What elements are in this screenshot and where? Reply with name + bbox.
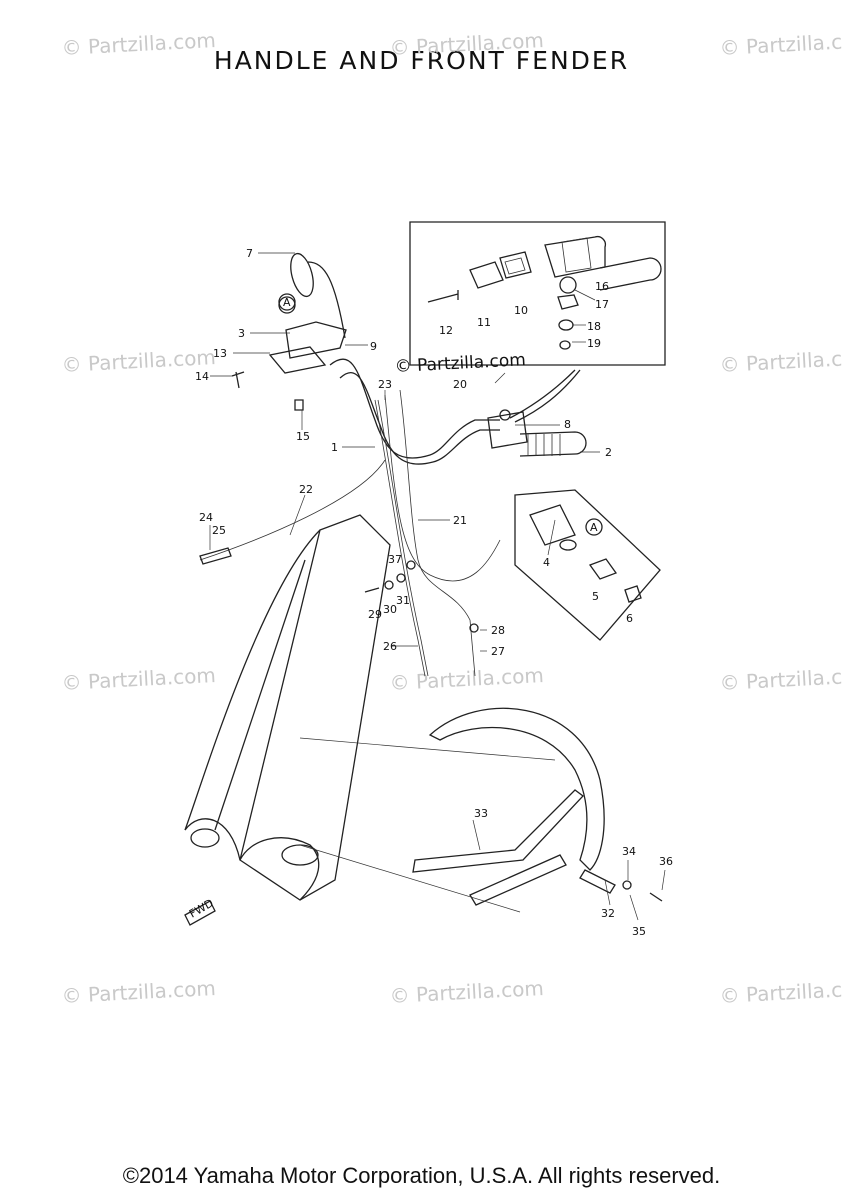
watermark: © Partzilla.com — [719, 345, 843, 377]
callout-31: 31 — [396, 594, 410, 607]
callout-4: 4 — [543, 556, 550, 569]
callout-19: 19 — [587, 337, 601, 350]
callout-27: 27 — [491, 645, 505, 658]
detail-marker: A — [283, 296, 291, 309]
left-controls — [231, 252, 347, 411]
watermark: © Partzilla.com — [719, 976, 843, 1008]
callout-17: 17 — [595, 298, 609, 311]
callout-18: 18 — [587, 320, 601, 333]
leader-lines — [209, 252, 666, 921]
fwd-label: FWD — [187, 896, 216, 920]
callout-1: 1 — [331, 441, 338, 454]
callout-21: 21 — [453, 514, 467, 527]
cables — [199, 389, 501, 677]
watermark: © Partzilla.com — [389, 663, 544, 695]
callout-28: 28 — [491, 624, 505, 637]
callout-35: 35 — [632, 925, 646, 938]
callout-25: 25 — [212, 524, 226, 537]
handlebar — [329, 358, 587, 465]
detail-a-inset — [514, 489, 661, 641]
watermark: © Partzilla.com — [61, 663, 216, 695]
callout-3: 3 — [238, 327, 245, 340]
callout-36: 36 — [659, 855, 673, 868]
copyright-notice: ©2014 Yamaha Motor Corporation, U.S.A. A… — [122, 1163, 721, 1188]
callout-12: 12 — [439, 324, 453, 337]
watermark: © Partzilla.com — [389, 976, 544, 1008]
callout-34: 34 — [622, 845, 636, 858]
watermark: © Partzilla.com — [719, 663, 843, 695]
callout-33: 33 — [474, 807, 488, 820]
callout-20: 20 — [453, 378, 467, 391]
callout-29: 29 — [368, 608, 382, 621]
watermarks: © Partzilla.com © Partzilla.com © Partzi… — [61, 28, 843, 1008]
watermark: © Partzilla.com — [61, 28, 216, 60]
fasteners — [364, 560, 479, 633]
callout-5: 5 — [592, 590, 599, 603]
front-fork — [184, 514, 391, 901]
callout-2: 2 — [605, 446, 612, 459]
callout-26: 26 — [383, 640, 397, 653]
callout-15: 15 — [296, 430, 310, 443]
fwd-arrow-icon: FWD — [184, 896, 216, 926]
diagram-title: HANDLE AND FRONT FENDER — [213, 46, 630, 75]
callout-labels: 1 2 3 4 5 6 7 8 9 10 11 12 13 14 15 16 1… — [195, 247, 673, 938]
detail-markers: A A — [278, 293, 603, 536]
callout-22: 22 — [299, 483, 313, 496]
callout-24: 24 — [199, 511, 213, 524]
callout-8: 8 — [564, 418, 571, 431]
callout-32: 32 — [601, 907, 615, 920]
callout-23: 23 — [378, 378, 392, 391]
front-fender — [299, 707, 663, 913]
inset-watermark: © Partzilla.com — [394, 350, 526, 377]
watermark: © Partzilla.com — [719, 28, 843, 60]
detail-marker: A — [590, 521, 598, 534]
callout-14: 14 — [195, 370, 209, 383]
callout-13: 13 — [213, 347, 227, 360]
callout-10: 10 — [514, 304, 528, 317]
watermark: © Partzilla.com — [389, 28, 544, 60]
switch-inset: © Partzilla.com — [394, 221, 666, 377]
callout-16: 16 — [595, 280, 609, 293]
callout-30: 30 — [383, 603, 397, 616]
watermark: © Partzilla.com — [61, 345, 216, 377]
callout-11: 11 — [477, 316, 491, 329]
callout-6: 6 — [626, 612, 633, 625]
callout-7: 7 — [246, 247, 253, 260]
callout-9: 9 — [370, 340, 377, 353]
callout-37: 37 — [388, 553, 402, 566]
watermark: © Partzilla.com — [61, 976, 216, 1008]
